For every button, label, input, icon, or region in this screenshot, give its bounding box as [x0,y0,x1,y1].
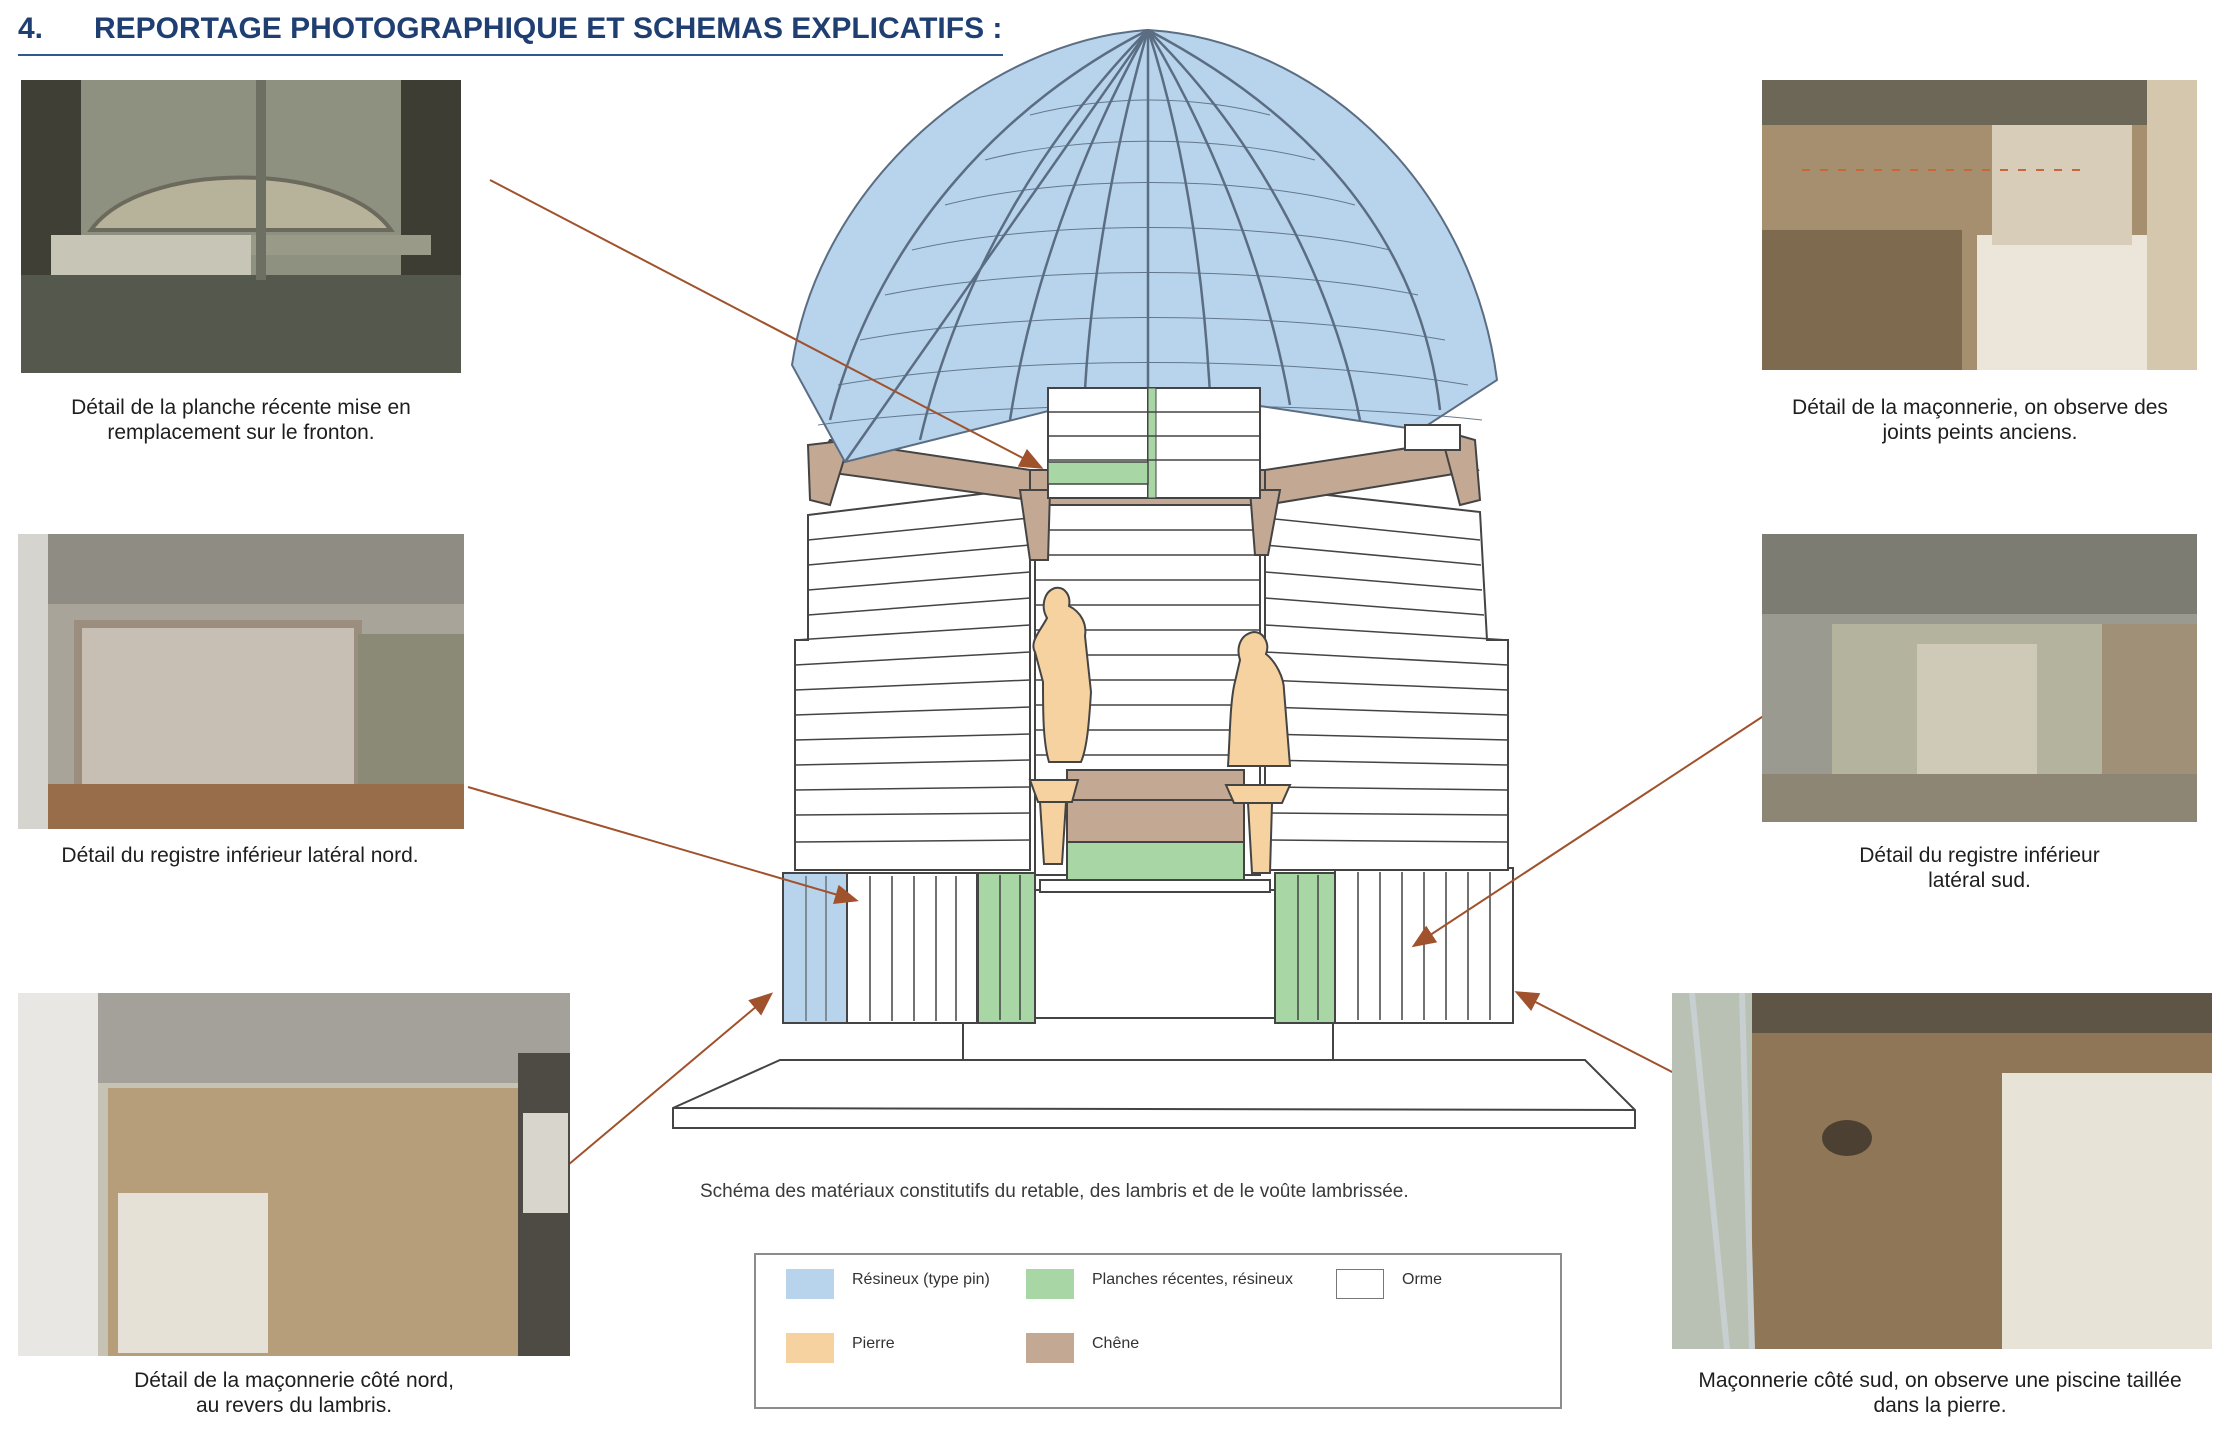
lower-south-panel [1334,867,1514,1024]
north-wall-boards [794,486,1031,871]
section-number: 4. [18,12,44,45]
caption-painted-joints: Détail de la maçonnerie, on observe des … [1792,396,2168,444]
photo-painted-joints [1762,80,2197,370]
dome [790,28,1499,499]
north-statue [1028,586,1093,865]
arrow-north-lower [467,786,859,904]
photo-south-masonry-piscina [1672,993,2212,1349]
arrow-fronton [489,179,1044,469]
caption-north-masonry: Détail de la maçonnerie côté nord, au re… [134,1369,454,1417]
annotation-arrows [467,179,1766,1166]
legend-item-orme: Orme [1336,1269,1442,1299]
arrow-south-lower [1411,714,1766,948]
legend-swatch-planches-recentes [1026,1269,1074,1299]
arrow-north-masonry [567,992,774,1166]
legend-swatch-chene [1026,1333,1074,1363]
photo-fronton-plank [21,80,461,373]
legend-swatch-resineux [786,1269,834,1299]
arrow-south-masonry [1514,991,1679,1076]
south-wall-boards [1264,486,1509,871]
materials-legend: Résineux (type pin) Planches récentes, r… [754,1253,1562,1409]
legend-item-pierre: Pierre [786,1333,895,1363]
floor-platform [672,1017,1636,1129]
altar [977,872,1336,1024]
caption-north-lower-register: Détail du registre inférieur latéral nor… [61,844,419,867]
legend-item-planches-recentes: Planches récentes, résineux [1026,1269,1293,1299]
south-statue [1224,630,1292,874]
legend-item-chene: Chêne [1026,1333,1139,1363]
legend-swatch-pierre [786,1333,834,1363]
caption-fronton: Détail de la planche récente mise en rem… [71,396,411,444]
photo-south-lower-register [1762,534,2197,822]
photo-north-masonry [18,993,570,1356]
section-title: REPORTAGE PHOTOGRAPHIQUE ET SCHEMAS EXPL… [94,12,1003,45]
legend-swatch-orme [1336,1269,1384,1299]
legend-item-resineux: Résineux (type pin) [786,1269,990,1299]
photo-north-lower-register [18,534,464,829]
caption-south-masonry: Maçonnerie côté sud, on observe une pisc… [1698,1369,2182,1417]
caption-south-lower-register: Détail du registre inférieur latéral sud… [1859,844,2100,892]
section-heading: 4. REPORTAGE PHOTOGRAPHIQUE ET SCHEMAS E… [18,10,1003,56]
lower-north-panel [782,872,978,1024]
schema-caption: Schéma des matériaux constitutifs du ret… [700,1181,1409,1202]
